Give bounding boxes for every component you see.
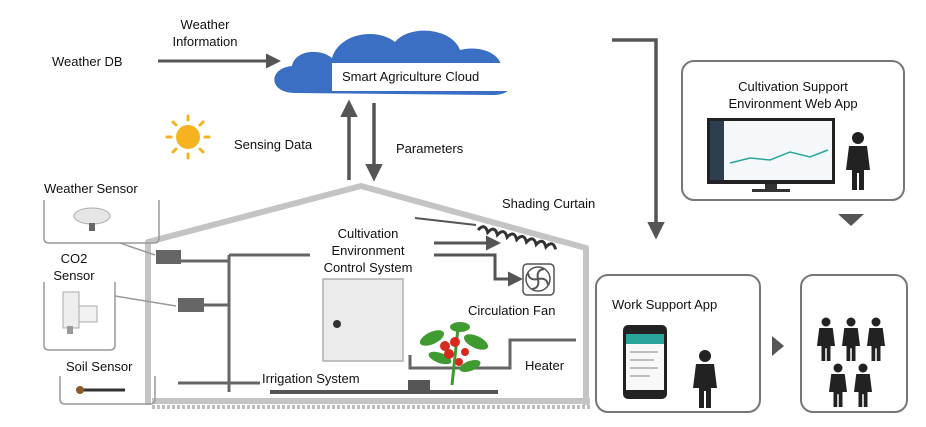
shading-curtain-label: Shading Curtain — [502, 196, 596, 211]
monitor-icon — [707, 118, 835, 192]
web-app-panel — [681, 60, 905, 201]
weather-information-label: Weather Information — [172, 17, 238, 49]
soil-sensor-box — [59, 376, 156, 405]
weather-sensor-icon — [73, 207, 111, 231]
circulation-fan-label: Circulation Fan — [468, 303, 556, 318]
cloud-label: Smart Agriculture Cloud — [342, 69, 480, 84]
weather-sensor-connector — [119, 242, 156, 256]
weather-db-label: Weather DB — [52, 54, 123, 69]
irrigation-pipe — [270, 380, 498, 394]
control-system-label: Cultivation Environment Control System — [323, 226, 413, 275]
heater-label: Heater — [525, 358, 565, 373]
co2-sensor-icon — [62, 291, 98, 334]
down-triangle-icon — [838, 214, 864, 226]
sun-icon — [165, 114, 211, 160]
web-app-label: Cultivation Support Environment Web App — [728, 79, 858, 111]
parameters-label: Parameters — [396, 141, 464, 156]
tomato-plant-icon — [419, 322, 489, 386]
smartphone-icon — [623, 325, 667, 399]
sensing-data-label: Sensing Data — [234, 137, 313, 152]
cloud-icon — [274, 30, 516, 96]
person-icon — [693, 350, 717, 408]
to-fan-arrow — [434, 253, 523, 287]
cloud-to-app-arrow — [612, 38, 665, 240]
weather-sensor-label: Weather Sensor — [44, 181, 138, 196]
irrigation-system-label: Irrigation System — [262, 371, 360, 386]
control-box-icon — [322, 278, 404, 362]
right-triangle-icon — [772, 336, 784, 356]
greenhouse-frame — [145, 183, 589, 405]
control-wiring — [156, 250, 310, 392]
weather-sensor-box — [43, 200, 160, 244]
fan-icon — [522, 263, 555, 296]
co2-sensor-label: CO2 Sensor — [53, 251, 95, 283]
co2-sensor-box — [43, 282, 116, 351]
shading-curtain-icon — [414, 217, 558, 250]
person-icon — [846, 132, 870, 190]
work-app-panel — [595, 274, 761, 413]
workers-panel — [800, 274, 908, 413]
work-support-app-label: Work Support App — [612, 297, 718, 312]
worker-group-icon — [817, 317, 885, 407]
co2-sensor-connector — [114, 295, 177, 307]
heater-connector — [408, 338, 576, 370]
soil-sensor-label: Soil Sensor — [66, 359, 133, 374]
soil-sensor-icon — [76, 386, 125, 394]
